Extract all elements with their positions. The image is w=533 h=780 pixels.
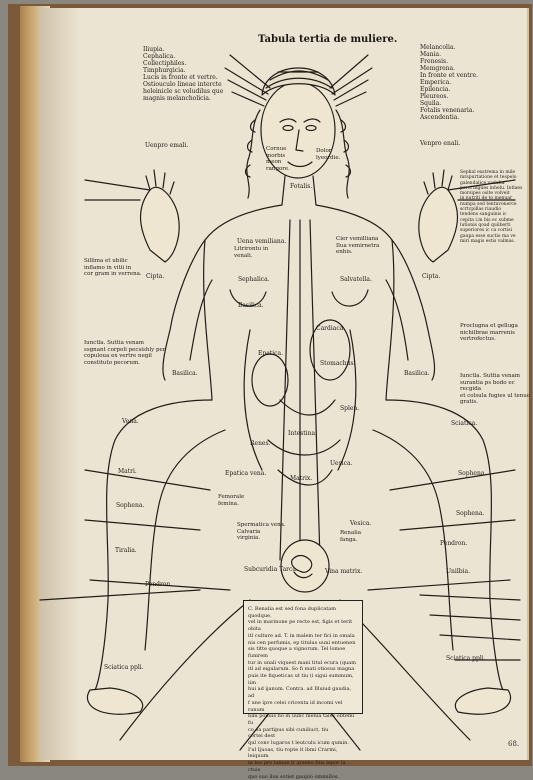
body-label: Cardiaca. <box>316 325 345 332</box>
top-right-label: Fotalis venenaria. <box>420 107 474 114</box>
neck-label: Fotalis. <box>290 183 312 190</box>
top-left-label: magnis melancholicia. <box>143 95 211 102</box>
top-right-label: Frenesis. <box>420 58 448 65</box>
body-label: Subcuridia Tarca. <box>244 566 298 573</box>
body-label: Renes. <box>250 440 270 447</box>
side-label-right: Pendron. <box>440 540 467 547</box>
top-left-label: Iliupia. <box>143 46 164 53</box>
side-label-left: Sciatica ppli. <box>104 664 144 671</box>
body-label: Splen. <box>340 405 359 412</box>
top-right-label: Melancolia. <box>420 44 455 51</box>
side-label-right: Iunctla. Suttia venam surantia ps bodo e… <box>460 373 533 406</box>
side-label-left: Uenpro emali. <box>145 142 188 149</box>
body-label: Epatica. <box>258 350 283 357</box>
page-number: 68. <box>508 740 519 748</box>
side-label-right: Sciatica. <box>451 420 477 427</box>
head-label-left: Cornue morbis meon rangore. <box>266 146 290 172</box>
body-label: Epatica vena. <box>225 470 266 477</box>
top-right-label: Mania. <box>420 51 441 58</box>
side-label-left: Cipta. <box>146 273 164 280</box>
side-label-right: Proclugna et gelluga nichilbrae marrenis… <box>460 323 518 343</box>
side-label-right: Sophena. <box>456 510 484 517</box>
body-label: Stomachus. <box>320 360 355 367</box>
top-left-label: Lucis in fronte et vertre. <box>143 74 218 81</box>
body-label: Vina matrix. <box>325 568 362 575</box>
top-left-label: Ostiouculo lineae intercte <box>143 81 222 88</box>
body-label: Cier vemilliana Ilua vemirnetra enhis. <box>336 236 379 256</box>
top-right-label: In fronte et ventre. <box>420 72 478 79</box>
body-label: Vesica. <box>350 520 371 527</box>
body-label: Matrix. <box>290 475 312 482</box>
head-label-right: Dolor lyeordie. <box>316 148 340 161</box>
side-label-right: Venpro enali. <box>420 140 460 147</box>
top-right-label: Emperica. <box>420 79 451 86</box>
body-label: Uesica. <box>330 460 352 467</box>
body-label: Intestina. <box>288 430 317 437</box>
top-left-label: Cephalica. <box>143 53 175 60</box>
top-right-label: Squila. <box>420 100 441 107</box>
side-label-right: Sophena. <box>458 470 486 477</box>
side-label-left: Sophena. <box>116 502 144 509</box>
body-label: Femorale femina. <box>218 494 244 507</box>
side-label-left: Matri. <box>118 468 137 475</box>
side-label-left: Sillima et ubilic inflamo in vitii in co… <box>84 258 142 278</box>
side-label-left: Pendron. <box>145 581 172 588</box>
side-label-left: Iunctla. Suttia venam ssgnant corpoli pe… <box>84 340 165 366</box>
side-label-right: Sciatica ppli. <box>446 655 486 662</box>
top-right-label: Pleureos. <box>420 93 448 100</box>
top-right-label: Epilencia. <box>420 86 450 93</box>
top-left-label: Collectiphiles. <box>143 60 186 67</box>
side-label-left: Tiralia. <box>115 547 137 554</box>
body-label: Uena vemiliana. <box>237 238 286 245</box>
top-right-label: Ascendentia. <box>420 114 459 121</box>
body-label: Sephalica. <box>238 276 270 283</box>
body-label: Litrirontu in venali. <box>234 246 268 259</box>
top-right-label: Memgrena. <box>420 65 455 72</box>
side-label-right: Basilica. <box>404 370 430 377</box>
body-label: Salvatella. <box>340 276 372 283</box>
side-label-right: Sephal exstrema in mile mrspurtatione et… <box>460 170 522 244</box>
top-left-label: Timphurgicia. <box>143 67 186 74</box>
body-label: Spermatica vena. Calvaria virginia. <box>237 522 286 542</box>
text-box-content: C. Renalia est sed fona duplicatam quodq… <box>248 606 358 780</box>
side-label-right: Cipta. <box>422 273 440 280</box>
body-label: Renalia fanga. <box>340 530 361 543</box>
side-label-left: Vena. <box>122 418 139 425</box>
side-label-right: Unilbia. <box>446 568 470 575</box>
top-left-label: heleinicle sc voludilus que <box>143 88 223 95</box>
page-title: Tabula tertia de muliere. <box>258 34 397 45</box>
body-label: Basilica. <box>238 302 264 309</box>
side-label-left: Basilica. <box>172 370 198 377</box>
